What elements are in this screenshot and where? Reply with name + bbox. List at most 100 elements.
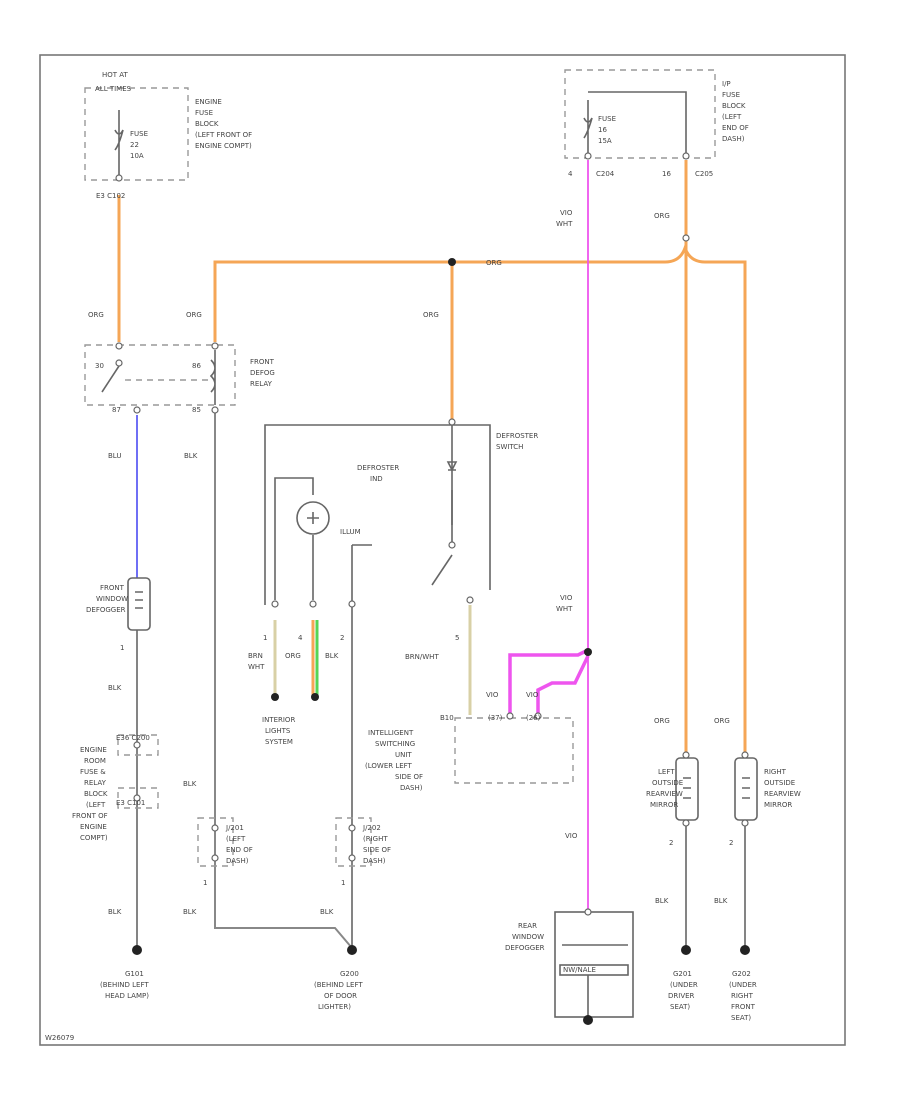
component-boxes xyxy=(84,69,716,1018)
label-fwd-pin: 1 xyxy=(120,644,124,652)
label-vio-b: VIO xyxy=(526,691,539,699)
j201-connector xyxy=(197,817,234,867)
label-e3-c102: E3 C102 xyxy=(96,192,125,200)
label-org-main: ORG xyxy=(486,259,502,267)
interior-lights-node-2 xyxy=(311,693,319,701)
label-org-mirror-top: ORG xyxy=(654,212,670,220)
diagram-frame xyxy=(39,54,846,1046)
label-vio-low: VIO xyxy=(565,832,578,840)
label-right-mirror: RIGHT OUTSIDE REARVIEW MIRROR xyxy=(764,768,803,809)
label-brn-wht-left: BRN WHT xyxy=(248,652,265,671)
label-rwd-switch: NW/NALE xyxy=(563,966,596,974)
label-relay-87: 87 xyxy=(112,406,121,414)
c101-connector xyxy=(117,787,159,809)
rear-defogger-element xyxy=(559,964,629,976)
left-mirror-icon xyxy=(675,757,699,821)
devices xyxy=(101,91,758,976)
label-j201: J/201 (LEFT END OF DASH) xyxy=(225,824,255,865)
ground-g200 xyxy=(347,945,357,955)
label-rmirror-pin: 2 xyxy=(729,839,733,847)
label-hot-at: HOT AT xyxy=(102,71,129,79)
label-interior-lights: INTERIOR LIGHTS SYSTEM xyxy=(262,716,298,746)
label-relay-85: 85 xyxy=(192,406,201,414)
label-isu: INTELLIGENT SWITCHING UNIT (LOWER LEFT S… xyxy=(365,729,425,792)
label-org-pin4: ORG xyxy=(285,652,301,660)
front-window-defogger-icon xyxy=(127,577,151,631)
label-figure-id: W26079 xyxy=(45,1034,74,1042)
label-g202: G202 (UNDER RIGHT FRONT SEAT) xyxy=(729,970,759,1022)
label-ip-fuse-block: I/P FUSE BLOCK (LEFT END OF DASH) xyxy=(722,80,751,143)
ground-g201 xyxy=(681,945,691,955)
engine-fuse-block-box xyxy=(84,87,189,181)
indicator-lamp-icon xyxy=(296,501,330,535)
fuse-16-icon xyxy=(583,100,593,158)
label-vio-a: VIO xyxy=(486,691,499,699)
label-c-37: (37) xyxy=(488,714,503,722)
label-defroster-switch: DEFROSTER SWITCH xyxy=(496,432,540,451)
j202-connector xyxy=(335,817,372,867)
label-e3-c101: E3 C101 xyxy=(116,799,145,807)
label-rear-window-defogger: REAR WINDOW DEFOGGER xyxy=(505,922,546,952)
label-blk-fwd: BLK xyxy=(108,684,122,692)
wires xyxy=(117,160,747,1020)
label-relay-86: 86 xyxy=(192,362,201,370)
label-j201-pin: 1 xyxy=(203,879,207,887)
wire-blk-relay xyxy=(214,412,353,949)
ip-fuse-block-box xyxy=(564,69,716,159)
label-defroster-ind: DEFROSTER IND xyxy=(357,464,401,483)
label-org-left: ORG xyxy=(88,311,104,319)
label-brn-wht-right: BRN/WHT xyxy=(405,653,439,661)
label-vio-wht-top: VIO WHT xyxy=(556,209,575,228)
rear-defogger-box xyxy=(554,911,634,1018)
label-fuse-22: FUSE 22 10A xyxy=(130,130,150,160)
labels: HOT AT ALL TIMES ENGINE FUSE BLOCK (LEFT… xyxy=(45,71,803,1042)
label-org-relay: ORG xyxy=(186,311,202,319)
label-pin-5: 5 xyxy=(455,634,459,642)
wire-vio-isu-37 xyxy=(508,648,589,713)
c200-connector xyxy=(117,734,159,756)
label-j202-pin: 1 xyxy=(341,879,345,887)
fuse-16-return xyxy=(588,91,687,158)
isu-box xyxy=(454,717,574,784)
label-org-switch: ORG xyxy=(423,311,439,319)
label-g101: G101 (BEHIND LEFT HEAD LAMP) xyxy=(100,970,151,1000)
ground-g202 xyxy=(740,945,750,955)
switch-blade xyxy=(431,554,453,586)
label-lmirror-pin: 2 xyxy=(669,839,673,847)
label-blk-rmirror: BLK xyxy=(714,897,728,905)
label-g201: G201 (UNDER DRIVER SEAT) xyxy=(668,970,700,1011)
wire-vio-isu-26 xyxy=(536,655,590,713)
label-blk-relay: BLK xyxy=(184,452,198,460)
terminals xyxy=(115,152,750,1025)
interior-lights-node-1 xyxy=(271,693,279,701)
front-defog-relay-box xyxy=(84,344,236,406)
relay-coil-icon xyxy=(209,350,216,405)
label-c204-pin: 4 xyxy=(568,170,573,178)
label-blu: BLU xyxy=(108,452,121,460)
label-c-26: (26) xyxy=(526,714,541,722)
lamp-wires xyxy=(274,477,314,600)
label-j202: J/202 (RIGHT SIDE OF DASH) xyxy=(362,824,393,865)
label-blk-left-low: BLK xyxy=(183,780,197,788)
label-b10: B10 xyxy=(440,714,454,722)
label-relay-30: 30 xyxy=(95,362,104,370)
ground-rear-defogger xyxy=(583,1015,593,1025)
label-all-times: ALL TIMES xyxy=(95,85,132,93)
label-g200: G200 (BEHIND LEFT OF DOOR LIGHTER) xyxy=(314,970,365,1011)
splice-vio xyxy=(584,648,592,656)
label-engine-room-block: ENGINE ROOM FUSE & RELAY BLOCK (LEFT FRO… xyxy=(72,746,110,842)
label-pin-4: 4 xyxy=(298,634,303,642)
label-engine-fuse-block: ENGINE FUSE BLOCK (LEFT FRONT OF ENGINE … xyxy=(195,98,254,150)
diode-icon xyxy=(446,461,458,472)
relay-contact xyxy=(101,365,120,393)
label-illum: ILLUM xyxy=(340,528,361,536)
right-mirror-icon xyxy=(734,757,758,821)
label-c205-pin: 16 xyxy=(662,170,671,178)
label-blk-pin2: BLK xyxy=(325,652,339,660)
fuse-22-icon xyxy=(114,110,124,180)
label-org-rmirror: ORG xyxy=(714,717,730,725)
label-blk-left-bottom: BLK xyxy=(108,908,122,916)
label-c204: C204 xyxy=(596,170,615,178)
label-blk-mid-low: BLK xyxy=(183,908,197,916)
